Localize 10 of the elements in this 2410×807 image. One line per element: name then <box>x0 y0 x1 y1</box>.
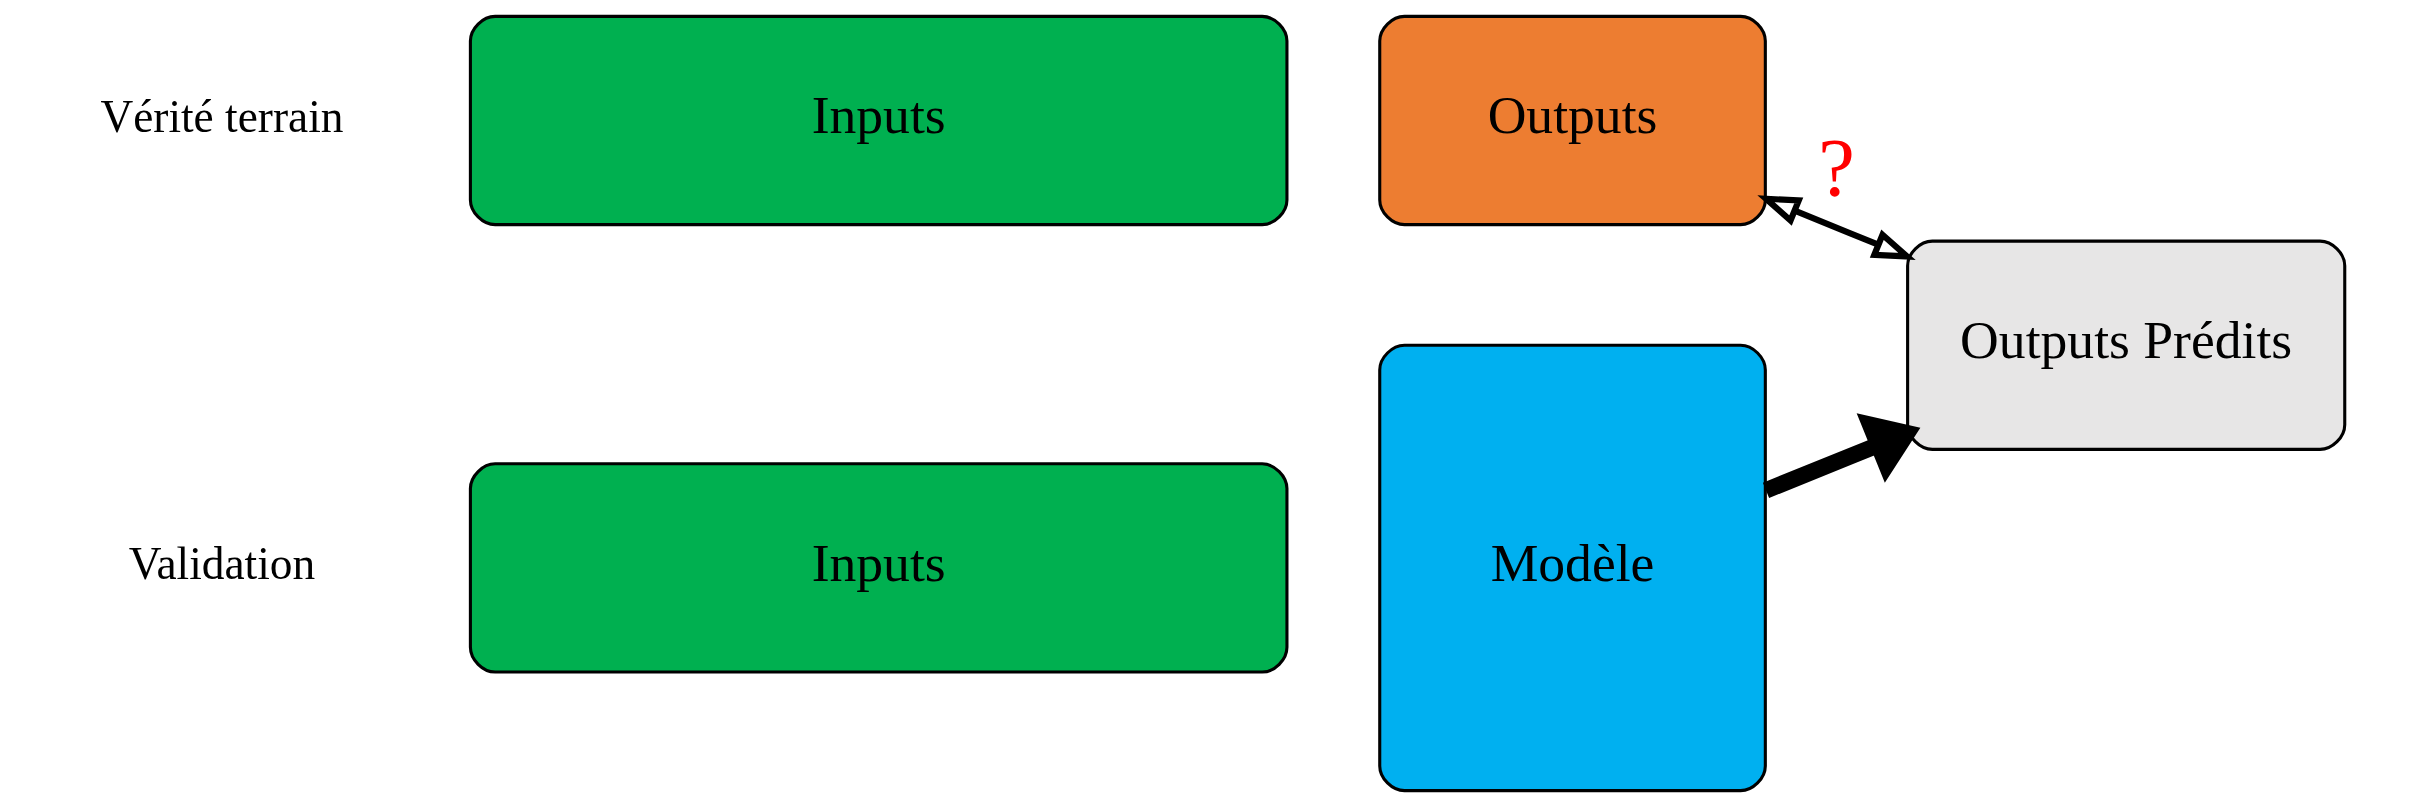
arrow <box>1762 413 1920 499</box>
label: Validation <box>128 539 315 590</box>
edge-label: ? <box>1817 121 1855 213</box>
node-box: Outputs Prédits <box>1905 239 2346 451</box>
node-box: Modèle <box>1377 343 1767 793</box>
node-box: Inputs <box>468 14 1288 227</box>
node-box: Inputs <box>468 462 1288 674</box>
label: Vérité terrain <box>99 92 343 143</box>
arrow <box>1756 195 1916 260</box>
node-box: Outputs <box>1377 14 1767 227</box>
